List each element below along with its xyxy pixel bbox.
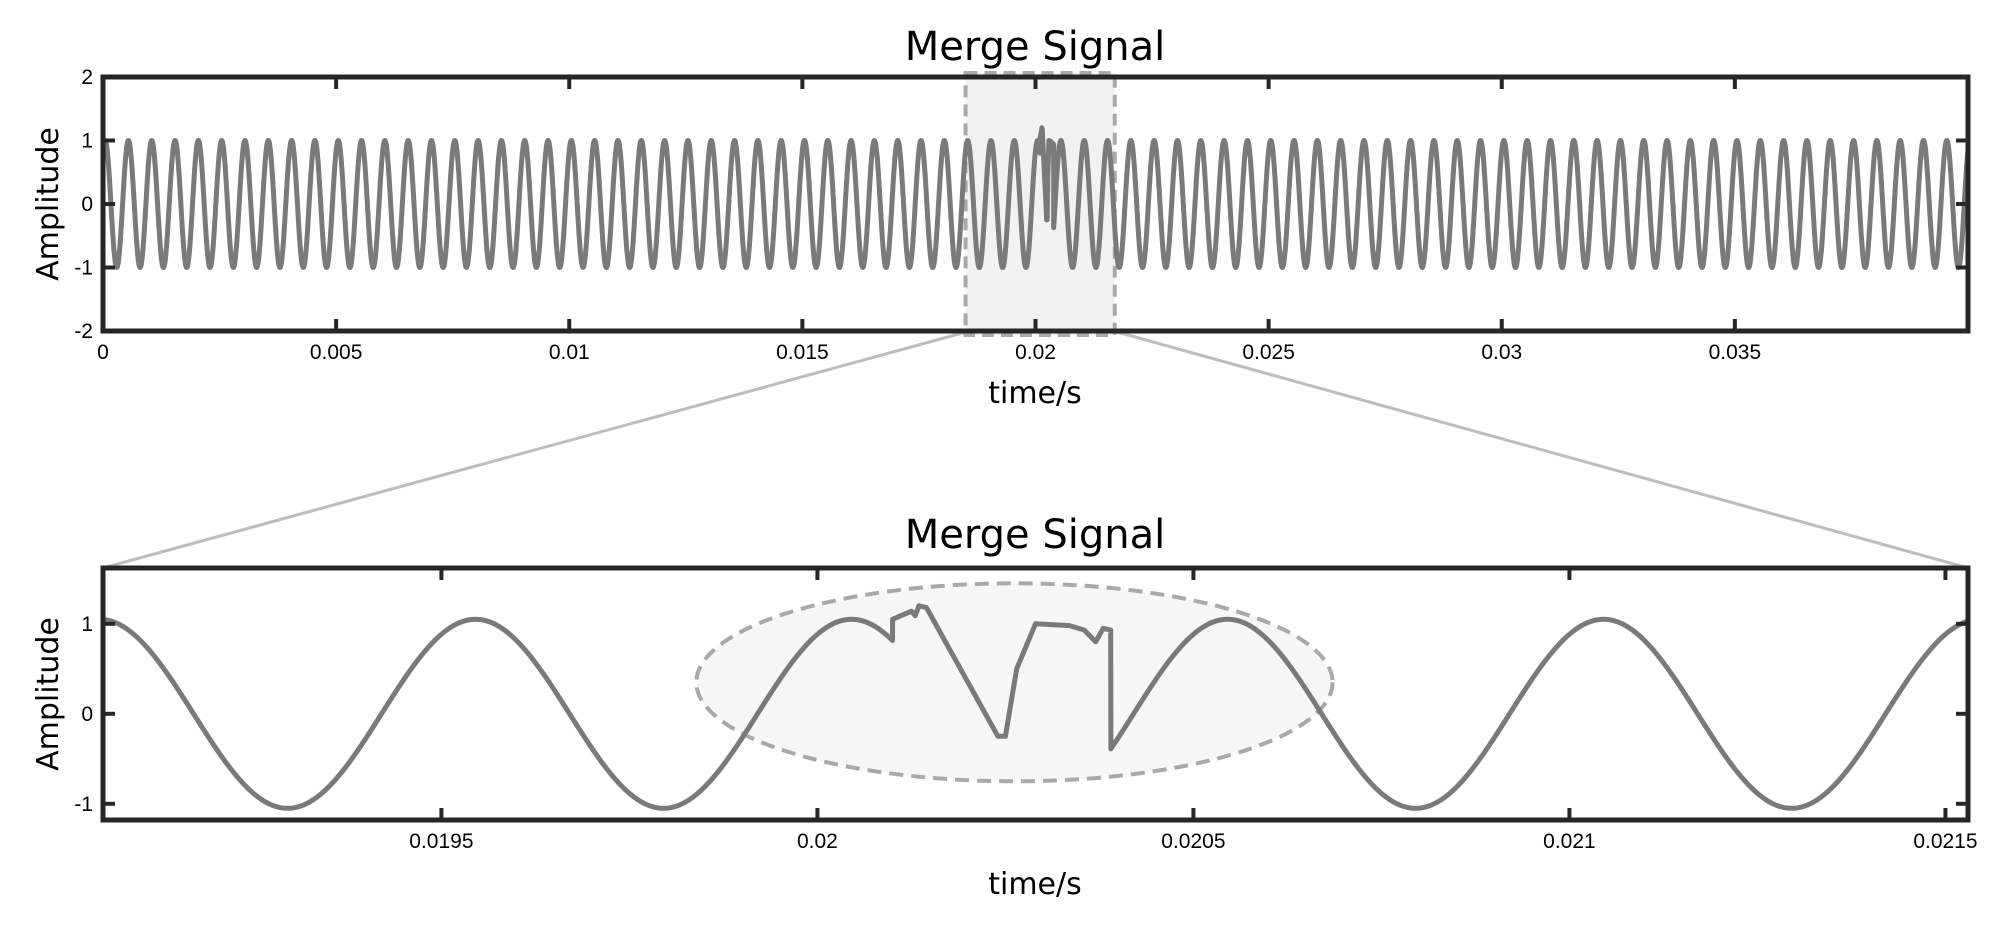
top-signal-line [100, 125, 1971, 270]
top-y-tick-label: 2 [81, 66, 93, 89]
top-plot-frame [100, 74, 1971, 334]
top-x-tick-label: 0.005 [310, 341, 363, 364]
bottom-x-axis-label: time/s [988, 867, 1082, 902]
zoom-connector-right [1116, 330, 1969, 570]
bottom-x-tick-labels: 0.0195 0.02 0.0205 0.021 0.0215 [409, 830, 1977, 853]
bottom-signal-line [101, 603, 1970, 811]
bottom-chart-title: Merge Signal [905, 512, 1165, 558]
bottom-signal-series [101, 603, 1970, 811]
bottom-x-tick-label: 0.0215 [1913, 830, 1977, 853]
top-x-tick-label: 0.035 [1709, 341, 1762, 364]
top-chart-panel: Merge Signal 0 0.005 0.01 0.015 0.02 0.025 0.0… [31, 24, 1971, 411]
bottom-x-tick-label: 0.0205 [1161, 830, 1225, 853]
bottom-y-tick-label: 0 [81, 703, 93, 726]
top-signal-series [100, 125, 1971, 270]
top-y-tick-label: 0 [81, 193, 93, 216]
bottom-y-tick-label: 1 [81, 613, 93, 636]
bottom-x-tick-label: 0.0195 [409, 830, 473, 853]
top-y-tick-labels: -2 -1 0 1 2 [74, 66, 93, 343]
zoom-connector-left [102, 330, 967, 570]
top-x-axis-label: time/s [988, 376, 1082, 411]
top-x-tick-label: 0.01 [549, 341, 590, 364]
top-x-tick-label: 0.02 [1015, 341, 1056, 364]
top-x-tick-label: 0.03 [1481, 341, 1522, 364]
bottom-chart-panel: Merge Signal 0.0195 0.02 0.0205 0.021 0.0215… [31, 512, 1978, 902]
top-y-tick-label: -1 [74, 257, 93, 280]
top-y-tick-label: -2 [74, 320, 93, 343]
bottom-y-axis-label: Amplitude [31, 617, 66, 771]
top-x-tick-label: 0.015 [776, 341, 829, 364]
bottom-x-tick-label: 0.02 [797, 830, 838, 853]
bottom-y-tick-label: -1 [74, 793, 93, 816]
bottom-x-tick-label: 0.021 [1543, 830, 1596, 853]
top-x-tick-labels: 0 0.005 0.01 0.015 0.02 0.025 0.03 0.035 [97, 341, 1761, 364]
top-y-axis-label: Amplitude [31, 127, 66, 281]
bottom-y-tick-labels: -1 0 1 [74, 613, 93, 816]
top-chart-title: Merge Signal [905, 24, 1165, 70]
top-x-tick-label: 0 [97, 341, 109, 364]
bottom-plot-frame [100, 565, 1971, 823]
top-x-tick-label: 0.025 [1242, 341, 1295, 364]
top-y-tick-label: 1 [81, 130, 93, 153]
